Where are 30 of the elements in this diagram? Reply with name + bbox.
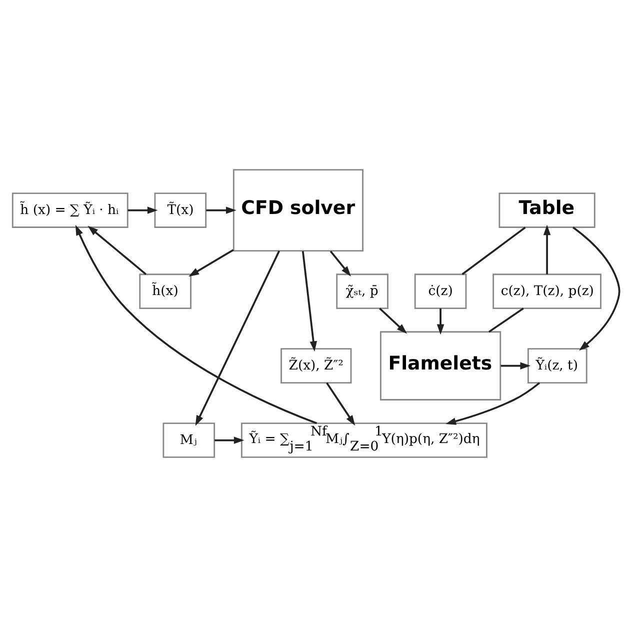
arrow [436, 308, 444, 334]
arrow [75, 224, 318, 424]
arrow [128, 206, 158, 214]
node-box: Mⱼ [162, 422, 216, 458]
node-box: Z̃(x), Z̃″² [280, 348, 352, 383]
arrow [446, 382, 540, 424]
node-box: h̃ (x) = ∑ Ỹᵢ · hᵢ [12, 192, 128, 228]
arrow [195, 250, 280, 426]
node-box: Table [498, 192, 596, 228]
arrow [88, 225, 147, 275]
node-box: ċ(z) [414, 273, 467, 309]
arrow [379, 307, 408, 334]
node-box: c(z), T(z), p(z) [492, 273, 602, 309]
arrow [543, 224, 551, 274]
connector [462, 226, 526, 274]
arrow [302, 250, 317, 352]
node-box: T̃(x) [154, 192, 207, 228]
arrow [326, 382, 356, 426]
node-box: χ̃ₛₜ, p̄ [336, 273, 388, 309]
arrow [188, 248, 234, 276]
node-box: Ỹᵢ(z, t) [527, 348, 588, 383]
arrow [206, 206, 236, 214]
arrow [572, 226, 620, 350]
node-box: CFD solver [232, 168, 364, 252]
node-box: h̃(x) [139, 273, 192, 309]
arrow [214, 436, 244, 444]
connector [488, 307, 524, 332]
arrow [500, 362, 531, 369]
arrow [330, 250, 351, 276]
node-box: Flamelets [380, 330, 502, 400]
